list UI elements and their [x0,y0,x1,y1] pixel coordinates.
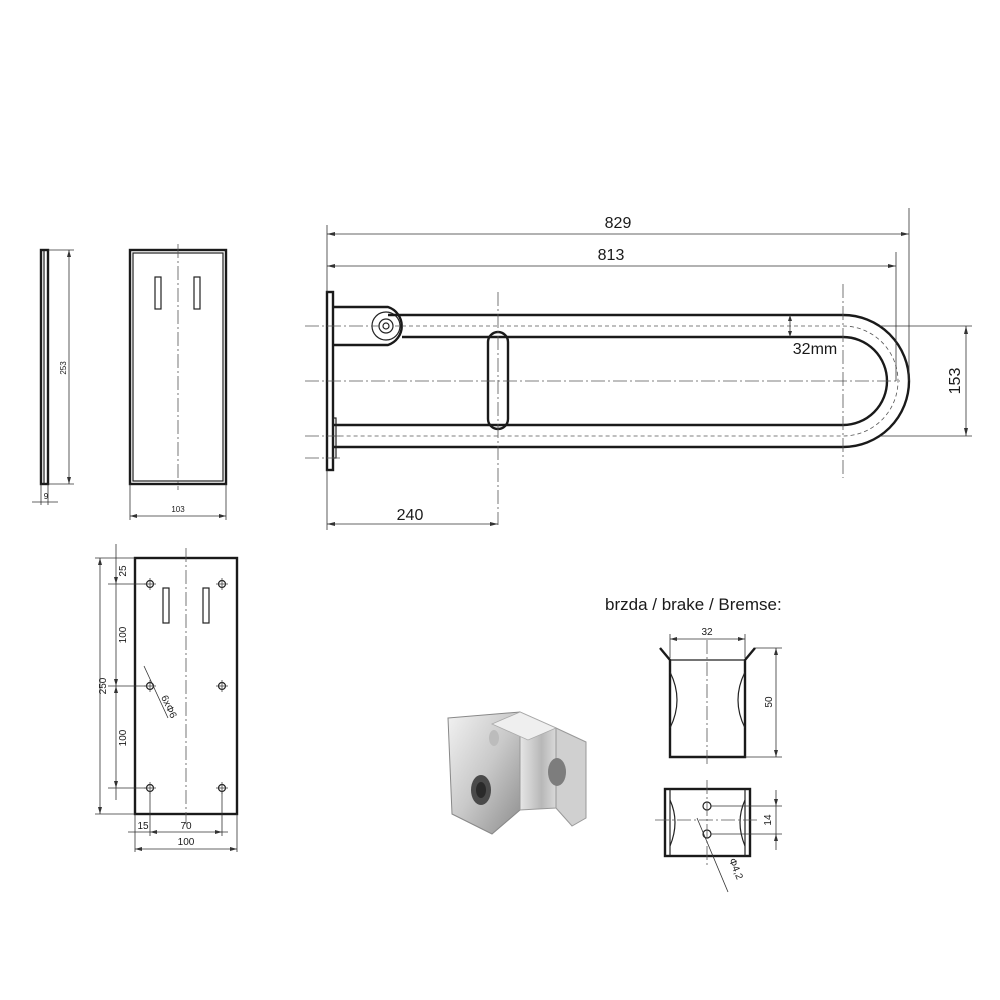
brake-hole-offset-label: 14 [763,814,774,826]
hole-callout-label: 6xΦ6 [158,694,178,721]
brake-side-outline [663,787,752,858]
dim-829-label: 829 [605,215,632,232]
wall-plate-slot-right [202,587,210,624]
dim-side-offset-label: 15 [137,821,149,832]
mounting-hole [216,578,228,590]
front-view: 103 [128,244,228,520]
brake-title: brzda / brake / Bremse: [605,595,782,614]
mounting-hole [216,680,228,692]
dim-plate-width-label: 100 [178,837,195,848]
side-height-label: 253 [59,361,68,375]
brake-side-view: 14 Φ4,2 [655,780,782,893]
dim-total-height-label: 250 [98,677,109,694]
brake-top-view: 32 50 [659,627,782,765]
brake-width-label: 32 [701,627,713,638]
front-slot-left [154,276,162,310]
brake-hole-leader [696,817,729,893]
side-view: 253 9 [32,248,74,505]
dim-153-label: 153 [947,368,964,395]
brake-hole-label: Φ4,2 [726,857,745,882]
brake-photo-pad [548,758,566,786]
brake-clip-outline [659,647,756,759]
front-width-label: 103 [171,505,185,514]
dim-lower-spacing-label: 100 [118,729,129,746]
brake-pad-right [737,671,746,729]
main-view: 829 813 32mm 153 240 [305,208,972,530]
dim-hole-spacing-label: 70 [180,821,192,832]
wall-plate-view: 6xΦ6 25 100 250 100 15 70 100 [95,544,239,852]
bar-center-path [333,325,899,437]
dim-813-label: 813 [598,247,625,264]
wall-plate-slot-left [162,587,170,624]
dim-32mm-label: 32mm [793,341,837,358]
brake-height-label: 50 [764,696,775,708]
front-slot-right [193,276,201,310]
brake-photo-right-face [555,727,587,827]
dim-top-offset-label: 25 [118,565,129,577]
dim-upper-spacing-label: 100 [118,626,129,643]
brake-pad-left [669,671,678,729]
dim-240-label: 240 [397,507,424,524]
hinge-block [333,305,403,347]
side-thickness-label: 9 [44,492,49,501]
brake-drawings: brzda / brake / Bremse: 32 50 [605,595,782,893]
brake-photo-left-face [447,711,521,835]
brake-photo [447,711,587,835]
